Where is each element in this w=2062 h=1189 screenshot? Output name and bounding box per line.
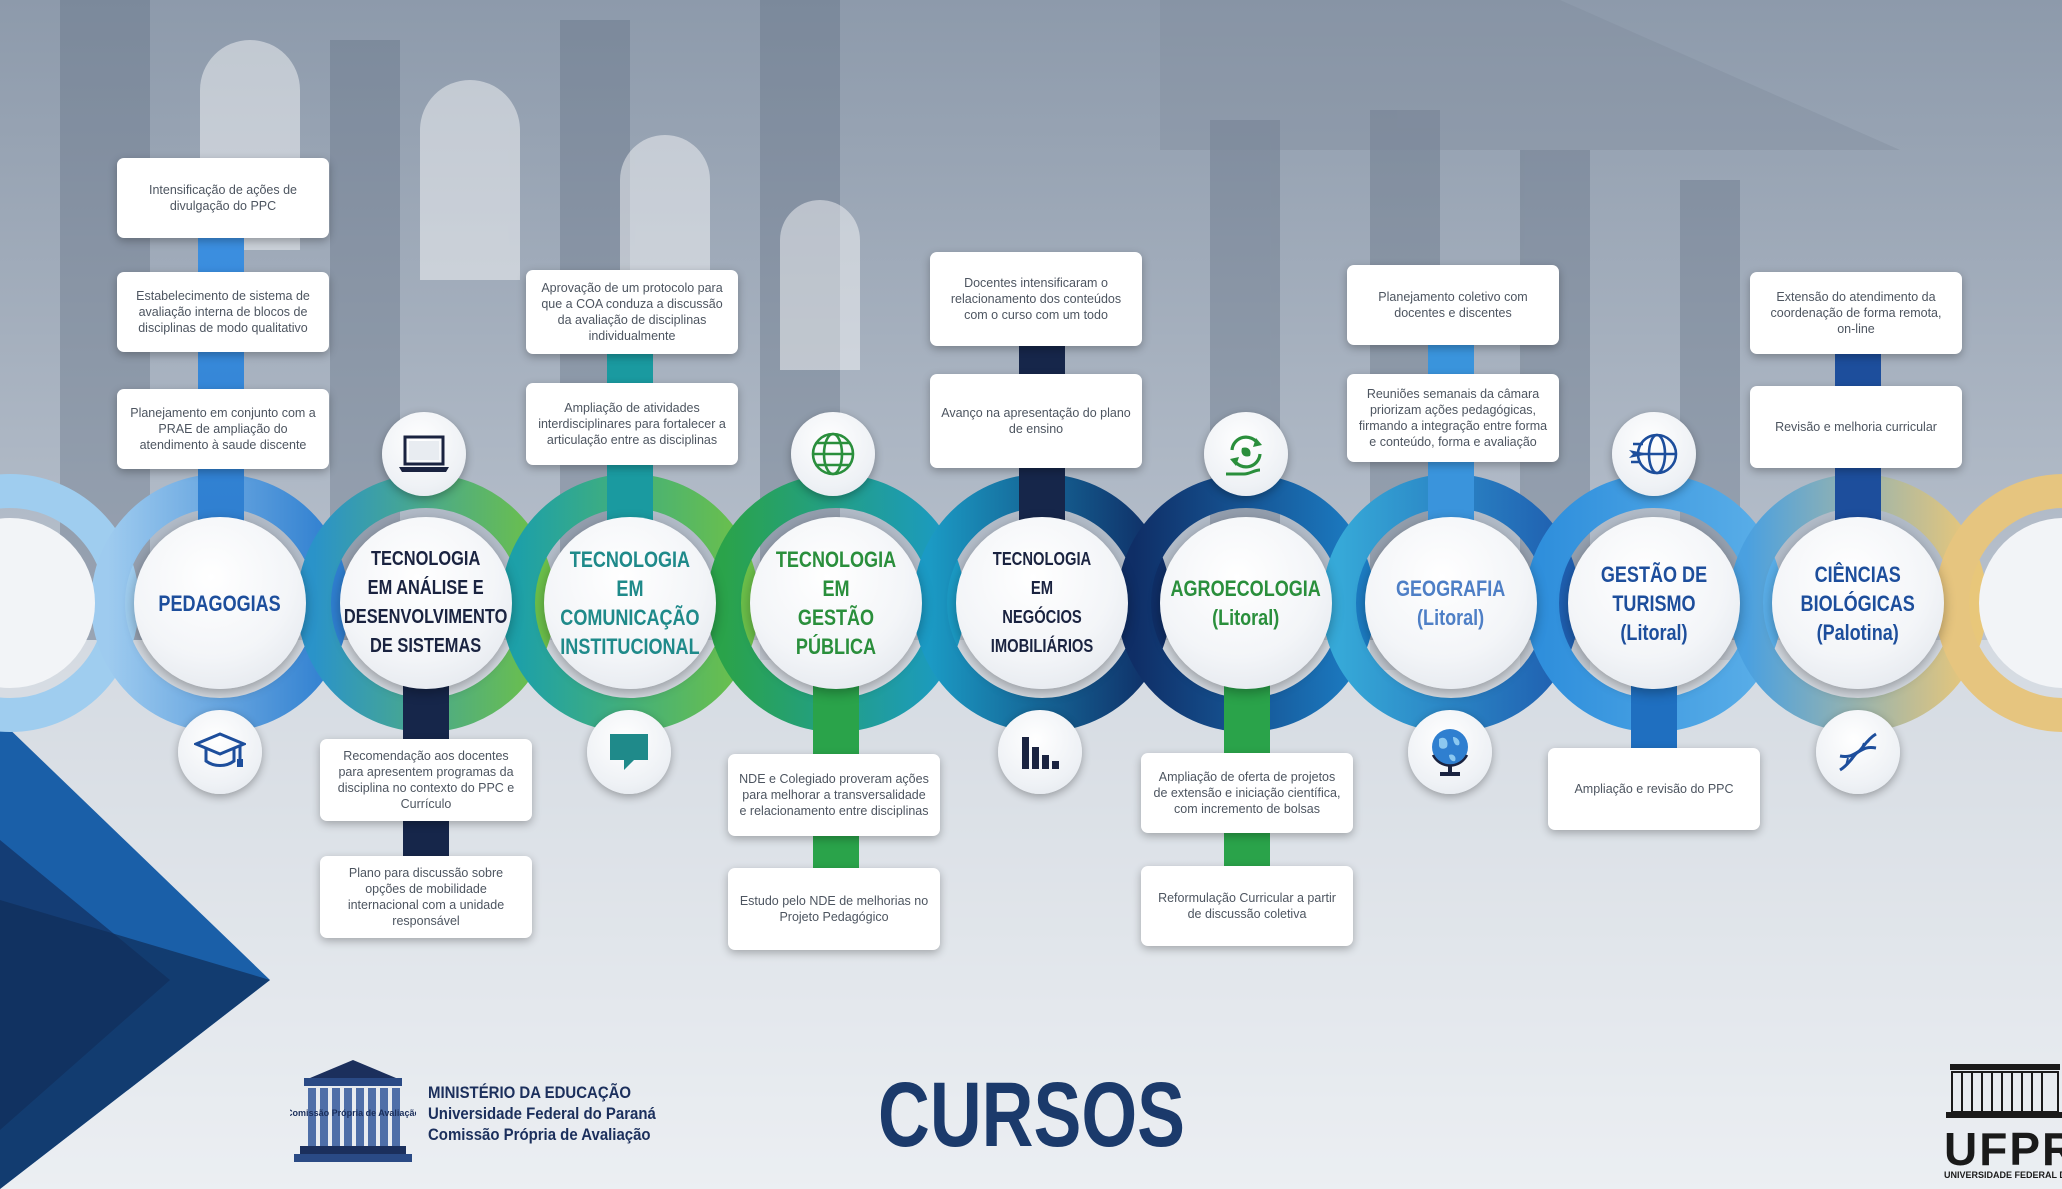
course-agroecologia: AGROECOLOGIA (Litoral)	[1160, 517, 1332, 689]
bar-chart-icon	[998, 710, 1082, 794]
action-card: Aprovação de um protocolo para que a COA…	[526, 270, 738, 354]
course-ciencias-biologicas: CIÊNCIAS BIOLÓGICAS (Palotina)	[1772, 517, 1944, 689]
action-card: Reuniões semanais da câmara priorizam aç…	[1347, 374, 1559, 462]
page-title: CURSOS	[878, 1064, 1186, 1166]
action-card: Docentes intensificaram o relacionamento…	[930, 252, 1142, 346]
action-card: Recomendação aos docentes para apresente…	[320, 739, 532, 821]
commission-label: Comissão Própria de Avaliação	[428, 1125, 651, 1144]
graduation-cap-icon	[178, 710, 262, 794]
airplane-globe-icon	[1612, 412, 1696, 496]
action-card: Ampliação de atividades interdisciplinar…	[526, 383, 738, 465]
action-card: Estabelecimento de sistema de avaliação …	[117, 272, 329, 352]
ministry-label: MINISTÉRIO DA EDUCAÇÃO	[428, 1083, 632, 1102]
action-card: Ampliação e revisão do PPC	[1548, 748, 1760, 830]
action-card: Avanço na apresentação do plano de ensin…	[930, 374, 1142, 468]
institution-name: MINISTÉRIO DA EDUCAÇÃO Universidade Fede…	[428, 1082, 687, 1145]
course-pedagogias: PEDAGOGIAS	[134, 517, 306, 689]
course-label: GEOGRAFIA (Litoral)	[1396, 576, 1506, 630]
cpa-logo: Comissão Própria de Avaliação	[290, 1060, 416, 1162]
course-tci: TECNOLOGIA EM COMUNICAÇÃO INSTITUCIONAL	[544, 517, 716, 689]
action-card: Reformulação Curricular a partir de disc…	[1141, 866, 1353, 946]
action-card: Plano para discussão sobre opções de mob…	[320, 856, 532, 938]
dna-icon	[1816, 710, 1900, 794]
university-label: Universidade Federal do Paraná	[428, 1104, 656, 1123]
action-card: Revisão e melhoria curricular	[1750, 386, 1962, 468]
course-label: TECNOLOGIA EM ANÁLISE E DESENVOLVIMENTO …	[344, 548, 508, 657]
cpa-logo-text: Comissão Própria de Avaliação	[290, 1108, 416, 1118]
course-label: TECNOLOGIA EM GESTÃO PÚBLICA	[775, 547, 897, 659]
laptop-icon	[382, 412, 466, 496]
action-card: NDE e Colegiado proveram ações para melh…	[728, 754, 940, 836]
ufpr-logo: UFPR UNIVERSIDADE FEDERAL DO PARANÁ	[1942, 1060, 2062, 1185]
course-tni: TECNOLOGIA EM NEGÓCIOS IMOBILIÁRIOS	[956, 517, 1128, 689]
ufpr-subtitle: UNIVERSIDADE FEDERAL DO PARANÁ	[1944, 1170, 2062, 1180]
action-card: Extensão do atendimento da coordenação d…	[1750, 272, 1962, 354]
world-globe-icon	[1408, 710, 1492, 794]
action-card: Estudo pelo NDE de melhorias no Projeto …	[728, 868, 940, 950]
course-label: AGROECOLOGIA (Litoral)	[1170, 576, 1322, 630]
course-label: TECNOLOGIA EM NEGÓCIOS IMOBILIÁRIOS	[990, 549, 1094, 656]
recycle-hand-icon	[1204, 412, 1288, 496]
chat-icon	[587, 710, 671, 794]
action-card: Planejamento coletivo com docentes e dis…	[1347, 265, 1559, 345]
course-label: CIÊNCIAS BIOLÓGICAS (Palotina)	[1800, 561, 1916, 645]
globe-icon	[791, 412, 875, 496]
course-label: GESTÃO DE TURISMO (Litoral)	[1600, 561, 1708, 645]
course-gestao-turismo: GESTÃO DE TURISMO (Litoral)	[1568, 517, 1740, 689]
action-card: Planejamento em conjunto com a PRAE de a…	[117, 389, 329, 469]
action-card: Intensificação de ações de divulgação do…	[117, 158, 329, 238]
course-label: TECNOLOGIA EM COMUNICAÇÃO INSTITUCIONAL	[560, 547, 700, 659]
course-tads: TECNOLOGIA EM ANÁLISE E DESENVOLVIMENTO …	[340, 517, 512, 689]
action-card: Ampliação de oferta de projetos de exten…	[1141, 753, 1353, 833]
course-label: PEDAGOGIAS	[158, 590, 282, 616]
course-tgp: TECNOLOGIA EM GESTÃO PÚBLICA	[750, 517, 922, 689]
ufpr-wordmark: UFPR	[1944, 1123, 2062, 1175]
course-geografia: GEOGRAFIA (Litoral)	[1365, 517, 1537, 689]
